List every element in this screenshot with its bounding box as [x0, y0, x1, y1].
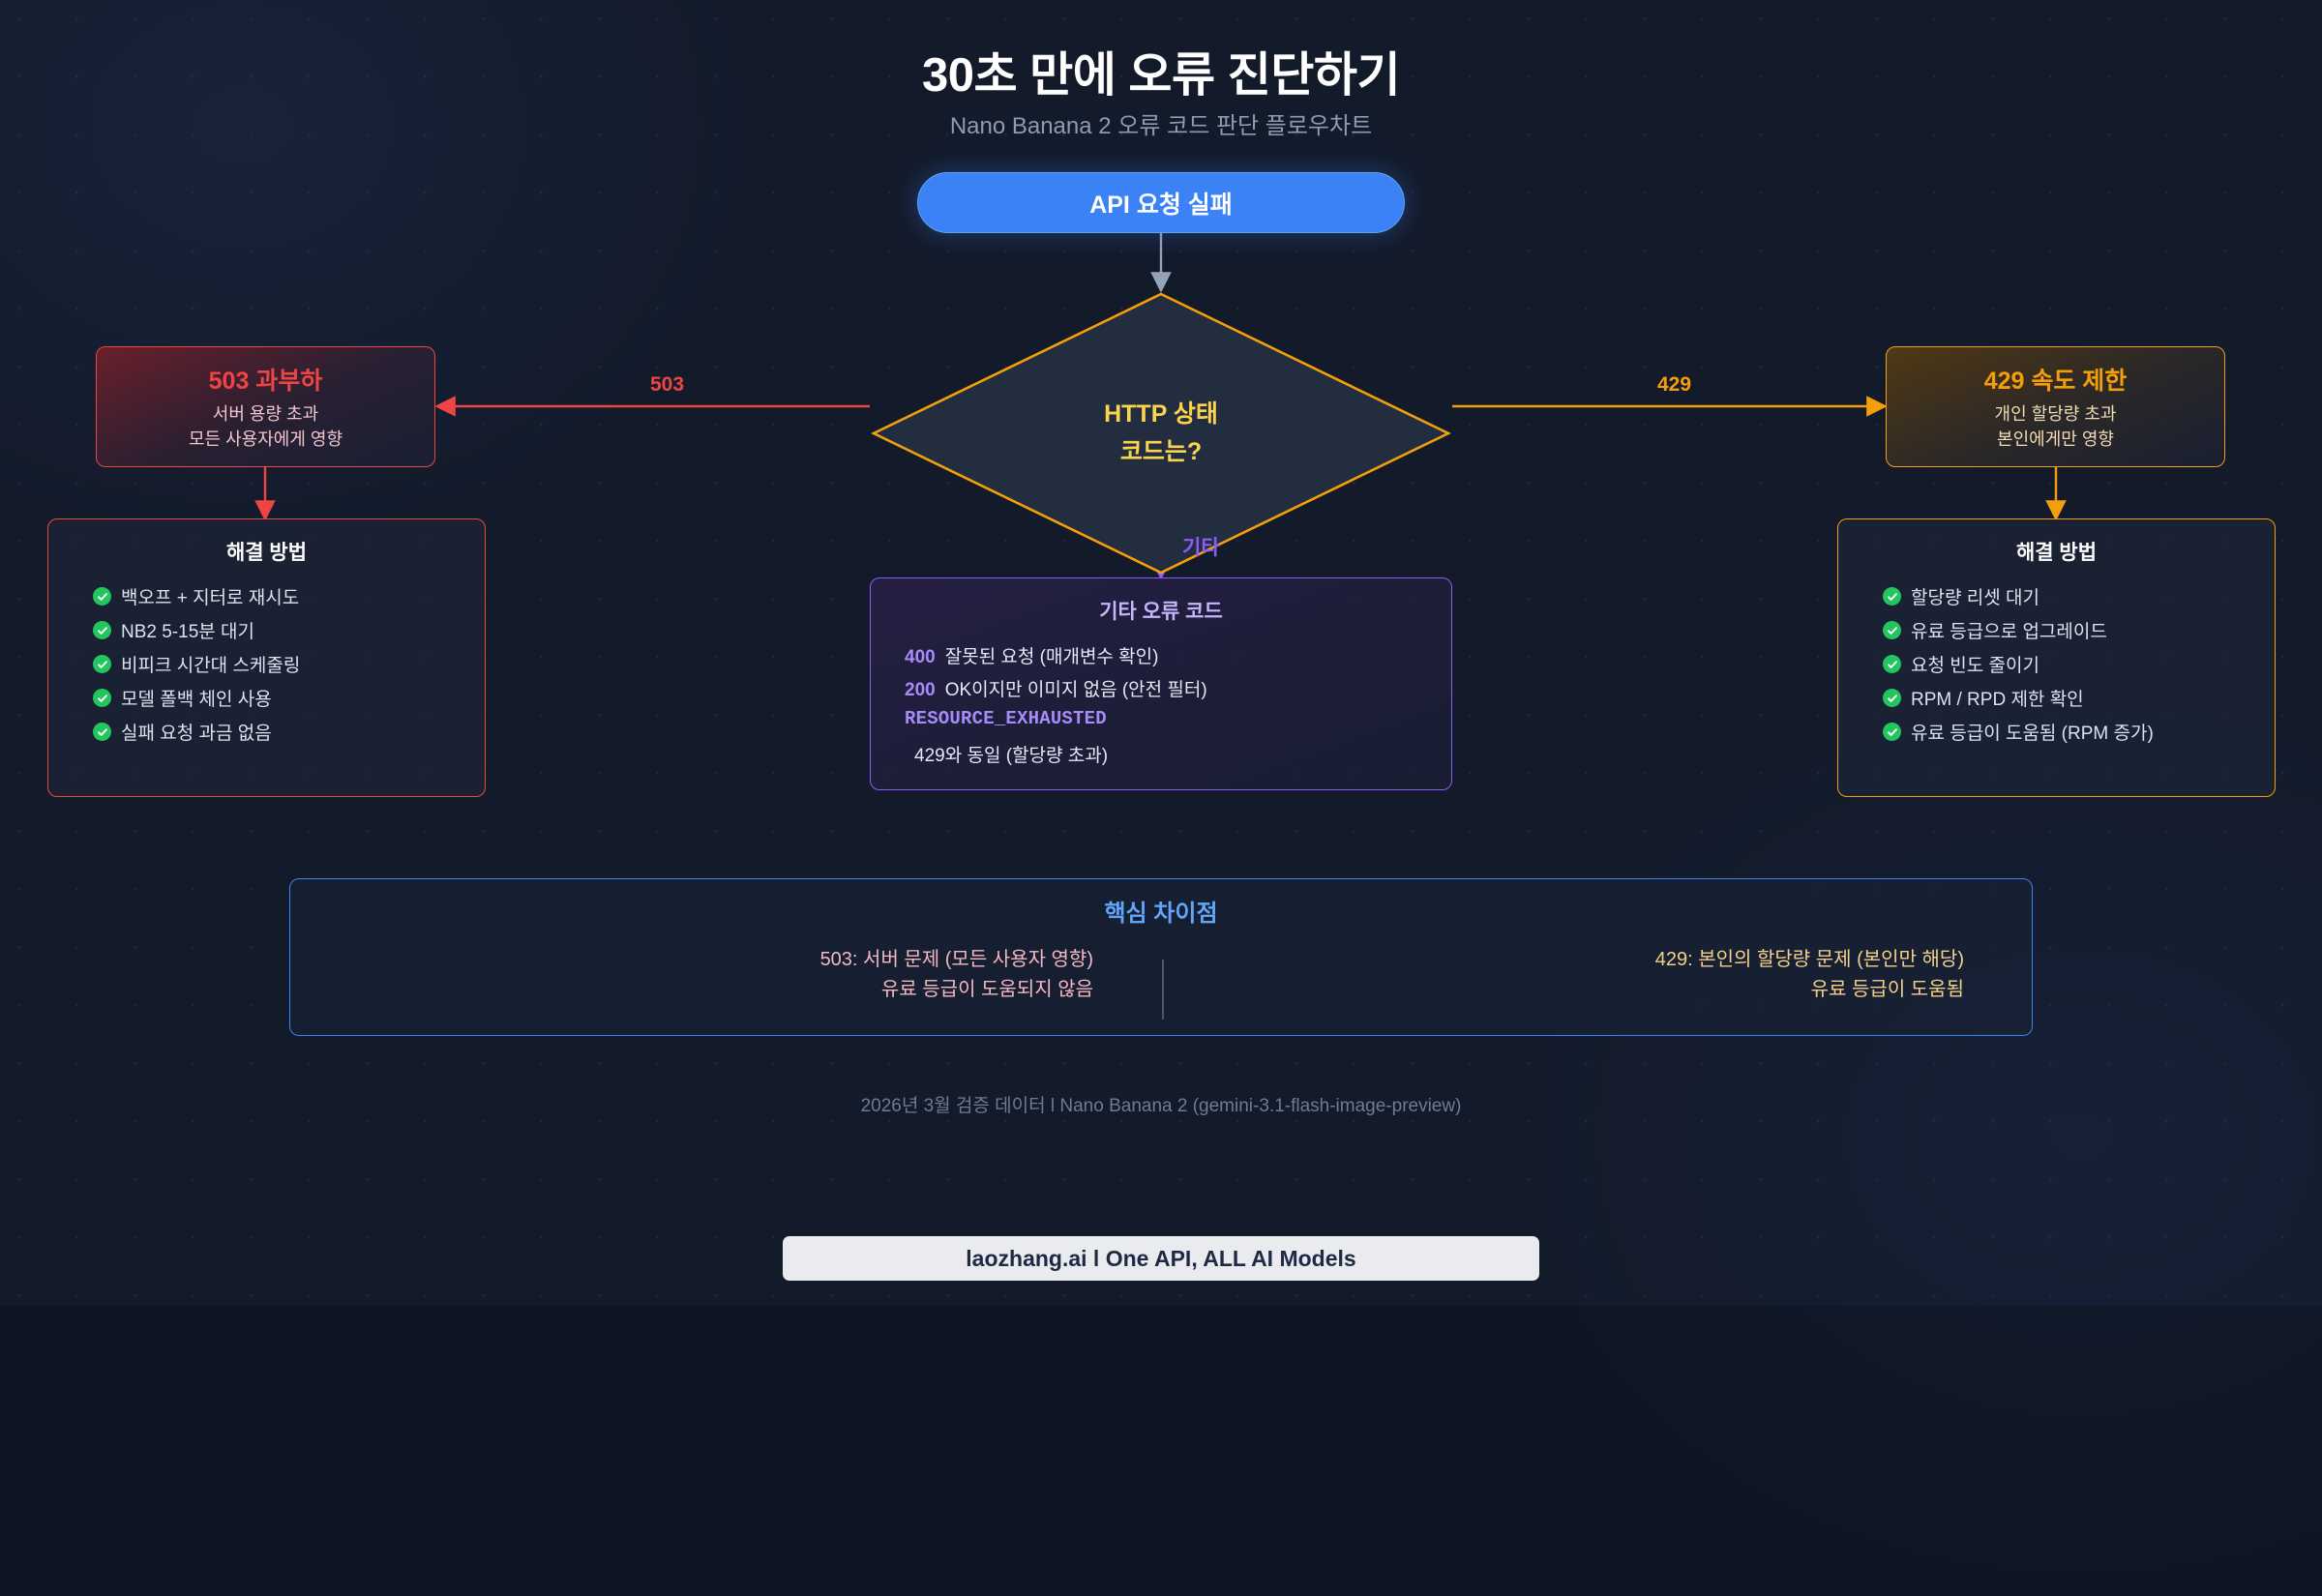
- comparison-429-line2: 유료 등급이 도움됨: [1810, 979, 1964, 1000]
- list-item: NB2 5-15분 대기: [93, 613, 485, 647]
- solution-503-title: 해결 방법: [225, 542, 308, 564]
- list-item: 400 잘못된 요청 (매개변수 확인): [905, 642, 1451, 675]
- decision-label-line2: 코드는?: [1119, 438, 1203, 465]
- check-circle-icon: [1883, 655, 1901, 673]
- check-circle-icon: [93, 689, 111, 707]
- list-item: 요청 빈도 줄이기: [1883, 647, 2275, 681]
- check-circle-icon: [93, 587, 111, 606]
- page-title: 30초 만에 오류 진단하기: [921, 49, 1401, 102]
- node-429-desc-line2: 본인에게만 영향: [1997, 429, 2114, 449]
- comparison-box[interactable]: 핵심 차이점 503: 서버 문제 (모든 사용자 영향) 유료 등급이 도움되…: [289, 878, 2033, 1036]
- list-item: 200 OK이지만 이미지 없음 (안전 필터): [905, 675, 1451, 708]
- list-item: RPM / RPD 제한 확인: [1883, 681, 2275, 715]
- list-item-label: 유료 등급이 도움됨 (RPM 증가): [1911, 724, 2154, 744]
- list-item-label: 백오프 + 지터로 재시도: [121, 588, 300, 608]
- comparison-429-line1: 429: 본인의 할당량 문제 (본인만 해당): [1654, 949, 1964, 970]
- node-429-ratelimit[interactable]: 429 속도 제한 개인 할당량 초과 본인에게만 영향: [1886, 346, 2225, 467]
- error-code: RESOURCE_EXHAUSTED: [905, 708, 1107, 729]
- other-errors-list: 400 잘못된 요청 (매개변수 확인) 200 OK이지만 이미지 없음 (안…: [871, 642, 1451, 774]
- decision-label-group: HTTP 상태 코드는?: [870, 290, 1452, 576]
- check-circle-icon: [1883, 621, 1901, 639]
- footnote: 2026년 3월 검증 데이터 l Nano Banana 2 (gemini-…: [860, 1096, 1462, 1116]
- list-item-label: RPM / RPD 제한 확인: [1911, 690, 2084, 710]
- list-item-label: 할당량 리셋 대기: [1911, 588, 2039, 608]
- list-item: 유료 등급이 도움됨 (RPM 증가): [1883, 715, 2275, 749]
- brand-banner[interactable]: laozhang.ai l One API, ALL AI Models: [783, 1236, 1539, 1281]
- comparison-503-line1: 503: 서버 문제 (모든 사용자 영향): [819, 949, 1093, 970]
- check-circle-icon: [93, 723, 111, 741]
- check-circle-icon: [1883, 689, 1901, 707]
- decision-label-line1: HTTP 상태: [1104, 399, 1218, 428]
- check-circle-icon: [93, 655, 111, 673]
- solution-box-429[interactable]: 해결 방법 할당량 리셋 대기 유료 등급으로 업그레이드 요청 빈도 줄이기 …: [1837, 518, 2276, 797]
- flowchart-canvas: 30초 만에 오류 진단하기 Nano Banana 2 오류 코드 판단 플로…: [47, 49, 2276, 1281]
- error-desc: 429와 동일 (할당량 초과): [914, 746, 1109, 766]
- list-item-label: 모델 폴백 체인 사용: [121, 690, 272, 710]
- list-item: RESOURCE_EXHAUSTED: [905, 708, 1451, 741]
- list-item-label: 유료 등급으로 업그레이드: [1911, 622, 2107, 642]
- list-item-label: NB2 5-15분 대기: [121, 622, 254, 642]
- edge-label-other: 기타: [1182, 537, 1220, 559]
- comparison-503-line2: 유료 등급이 도움되지 않음: [880, 979, 1093, 1000]
- list-item: 백오프 + 지터로 재시도: [93, 579, 485, 613]
- node-503-title: 503 과부하: [208, 367, 323, 395]
- list-item: 429와 동일 (할당량 초과): [905, 741, 1451, 774]
- comparison-column-503: 503: 서버 문제 (모든 사용자 영향) 유료 등급이 도움되지 않음: [290, 945, 1161, 1005]
- comparison-title: 핵심 차이점: [1104, 901, 1218, 927]
- comparison-columns: 503: 서버 문제 (모든 사용자 영향) 유료 등급이 도움되지 않음 42…: [290, 945, 2032, 1005]
- start-node[interactable]: API 요청 실패: [917, 172, 1405, 233]
- comparison-column-429: 429: 본인의 할당량 문제 (본인만 해당) 유료 등급이 도움됨: [1161, 945, 2032, 1005]
- list-item: 실패 요청 과금 없음: [93, 715, 485, 749]
- list-item: 비피크 시간대 스케줄링: [93, 647, 485, 681]
- solution-429-list: 할당량 리셋 대기 유료 등급으로 업그레이드 요청 빈도 줄이기 RPM / …: [1838, 579, 2275, 749]
- other-errors-title: 기타 오류 코드: [1099, 601, 1223, 623]
- node-429-title: 429 속도 제한: [1983, 367, 2128, 395]
- solution-429-title: 해결 방법: [2015, 542, 2098, 564]
- check-circle-icon: [1883, 587, 1901, 606]
- list-item: 유료 등급으로 업그레이드: [1883, 613, 2275, 647]
- solution-box-503[interactable]: 해결 방법 백오프 + 지터로 재시도 NB2 5-15분 대기 비피크 시간대…: [47, 518, 486, 797]
- brand-label: laozhang.ai l One API, ALL AI Models: [966, 1245, 1356, 1271]
- list-item: 모델 폴백 체인 사용: [93, 681, 485, 715]
- node-503-desc: 서버 용량 초과 모든 사용자에게 영향: [189, 401, 342, 453]
- solution-503-list: 백오프 + 지터로 재시도 NB2 5-15분 대기 비피크 시간대 스케줄링 …: [48, 579, 485, 749]
- page-subtitle: Nano Banana 2 오류 코드 판단 플로우차트: [949, 113, 1373, 139]
- edge-label-503: 503: [650, 373, 685, 396]
- node-429-desc-line1: 개인 할당량 초과: [1994, 403, 2117, 424]
- node-503-overload[interactable]: 503 과부하 서버 용량 초과 모든 사용자에게 영향: [96, 346, 435, 467]
- decision-diamond-shape: [871, 292, 1451, 575]
- error-desc: 잘못된 요청 (매개변수 확인): [944, 647, 1159, 667]
- decision-node[interactable]: HTTP 상태 코드는?: [870, 290, 1452, 576]
- error-desc: OK이지만 이미지 없음 (안전 필터): [944, 680, 1207, 700]
- error-code: 400: [905, 647, 936, 667]
- node-other-error-codes[interactable]: 기타 오류 코드 400 잘못된 요청 (매개변수 확인) 200 OK이지만 …: [870, 577, 1452, 790]
- list-item-label: 실패 요청 과금 없음: [121, 724, 272, 744]
- error-code: 200: [905, 680, 936, 700]
- check-circle-icon: [93, 621, 111, 639]
- node-429-desc: 개인 할당량 초과 본인에게만 영향: [1995, 401, 2117, 453]
- check-circle-icon: [1883, 723, 1901, 741]
- list-item-label: 요청 빈도 줄이기: [1911, 656, 2039, 676]
- comparison-divider: [1162, 960, 1164, 1020]
- node-503-desc-line1: 서버 용량 초과: [212, 403, 319, 424]
- edge-label-429: 429: [1657, 373, 1692, 396]
- list-item-label: 비피크 시간대 스케줄링: [121, 656, 301, 676]
- node-503-desc-line2: 모든 사용자에게 영향: [188, 429, 343, 449]
- start-node-label: API 요청 실패: [1089, 191, 1233, 219]
- list-item: 할당량 리셋 대기: [1883, 579, 2275, 613]
